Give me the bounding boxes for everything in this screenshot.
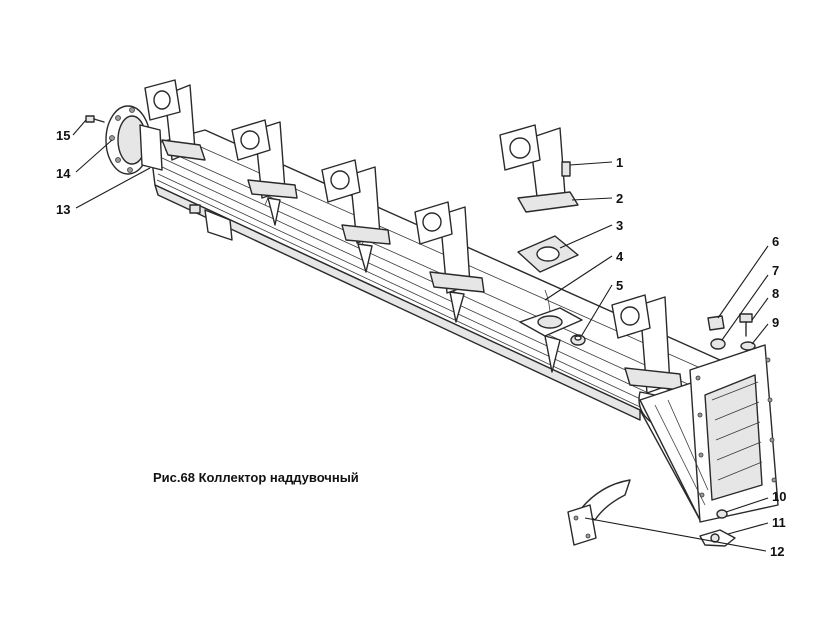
callout-2: 2 [616, 191, 623, 206]
callout-13: 13 [56, 202, 70, 217]
washer-small [710, 338, 726, 350]
bracket [567, 479, 631, 546]
callout-10: 10 [772, 489, 786, 504]
callout-15: 15 [56, 128, 70, 143]
callout-labels: 1 2 3 4 5 6 7 8 9 10 11 12 13 14 15 [56, 128, 786, 559]
riser-2 [231, 119, 298, 226]
callout-14: 14 [56, 166, 71, 181]
flat-flange [519, 307, 583, 373]
riser-4 [414, 201, 485, 323]
callout-9: 9 [772, 315, 779, 330]
callout-1: 1 [616, 155, 623, 170]
exploded-riser [499, 124, 579, 213]
mount-lug [189, 204, 233, 241]
washer [570, 334, 586, 346]
riser-1 [144, 79, 206, 161]
left-end-flange [105, 105, 163, 175]
callout-4: 4 [616, 249, 624, 264]
callout-3: 3 [616, 218, 623, 233]
callout-6: 6 [772, 234, 779, 249]
callout-11: 11 [772, 515, 786, 530]
callout-5: 5 [616, 278, 623, 293]
bolt [85, 115, 105, 123]
figure-caption: Рис.68 Коллектор наддувочный [153, 470, 359, 485]
riser-3 [321, 159, 391, 273]
gasket [517, 235, 579, 273]
outlet-box [639, 344, 779, 523]
drain-fitting [699, 509, 736, 547]
callout-8: 8 [772, 286, 779, 301]
bolt-small [739, 313, 753, 337]
callout-7: 7 [772, 263, 779, 278]
nut [707, 315, 725, 331]
leader-lines [72, 119, 769, 552]
callout-12: 12 [770, 544, 784, 559]
